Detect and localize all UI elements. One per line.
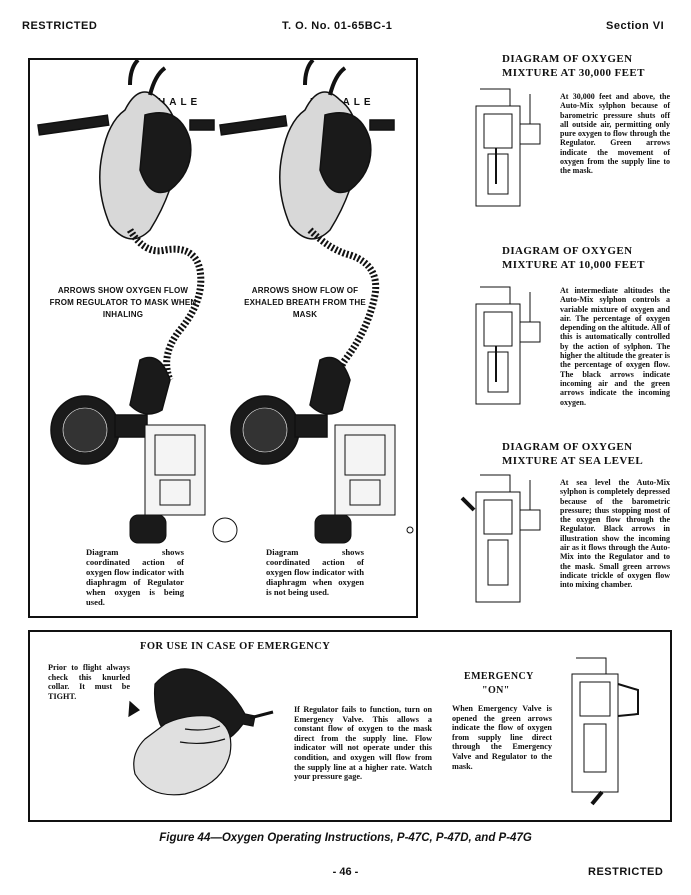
inhale-caption: Diagram shows coordinated action of oxyg… xyxy=(86,547,184,607)
header-section: Section VI xyxy=(606,20,665,32)
emergency-middle-text: If Regulator fails to function, turn on … xyxy=(294,705,432,782)
emergency-left-text: Prior to flight always check this knurle… xyxy=(48,663,130,701)
diagram-sealevel-text: At sea level the Auto-Mix sylphon is com… xyxy=(560,478,670,590)
exhale-cutaway-diagram xyxy=(314,424,414,544)
exhale-caption: Diagram shows coordinated action of oxyg… xyxy=(266,547,364,597)
diagram-30000-feet xyxy=(475,88,541,207)
diagram-30000-title-line2: MIXTURE AT 30,000 FEET xyxy=(502,67,645,79)
hand-valve-illustration xyxy=(128,668,274,796)
emergency-on-title-line1: EMERGENCY xyxy=(464,671,534,682)
diagram-10000-title-line1: DIAGRAM OF OXYGEN xyxy=(502,245,633,257)
emergency-on-diagram xyxy=(571,657,639,806)
inhale-cutaway-diagram xyxy=(129,424,238,544)
diagram-30000-title-line1: DIAGRAM OF OXYGEN xyxy=(502,53,633,65)
figure-caption: Figure 44—Oxygen Operating Instructions,… xyxy=(159,832,532,844)
inhale-label: INHALE xyxy=(140,97,202,108)
diagram-10000-feet xyxy=(475,286,541,405)
diagram-sealevel-title-line1: DIAGRAM OF OXYGEN xyxy=(502,441,633,453)
oxygen-mask-illustration xyxy=(37,60,414,544)
diagram-sea-level xyxy=(460,474,541,603)
emergency-frame xyxy=(28,630,672,822)
diagram-sealevel-title-line2: MIXTURE AT SEA LEVEL xyxy=(502,455,644,467)
header-restricted: RESTRICTED xyxy=(22,20,98,32)
exhale-arrows-label: ARROWS SHOW FLOW OF EXHALED BREATH FROM … xyxy=(244,286,366,319)
emergency-title: FOR USE IN CASE OF EMERGENCY xyxy=(140,641,331,652)
inhale-mask-drawing xyxy=(37,60,215,465)
exhale-mask-drawing xyxy=(219,60,395,465)
footer-restricted: RESTRICTED xyxy=(588,866,664,878)
diagram-10000-title-line2: MIXTURE AT 10,000 FEET xyxy=(502,259,645,271)
header-tech-order: T. O. No. 01-65BC-1 xyxy=(282,20,393,32)
inhale-arrows-label: ARROWS SHOW OXYGEN FLOW FROM REGULATOR T… xyxy=(49,286,197,319)
page-number: - 46 - xyxy=(332,866,359,878)
diagram-30000-text: At 30,000 feet and above, the Auto-Mix s… xyxy=(560,92,670,176)
emergency-on-text: When Emergency Valve is opened the green… xyxy=(452,704,552,771)
illustration-frame xyxy=(28,58,418,618)
emergency-on-title-line2: "ON" xyxy=(482,685,510,696)
diagram-10000-text: At intermediate altitudes the Auto-Mix s… xyxy=(560,286,670,407)
